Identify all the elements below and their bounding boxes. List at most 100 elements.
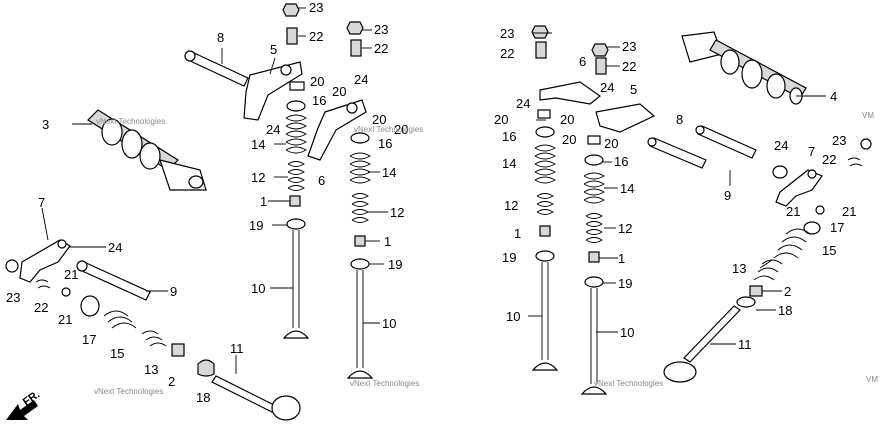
callout-label: 8 <box>676 112 683 127</box>
rocker-arm-5-left <box>243 61 303 121</box>
callout-label: 17 <box>82 332 96 347</box>
callout-label: 22 <box>309 29 323 44</box>
callout-label: 19 <box>249 218 263 233</box>
callout-label: 18 <box>196 390 210 405</box>
callout-label: 10 <box>382 316 396 331</box>
callout-label: 16 <box>502 129 516 144</box>
callout-label: 6 <box>318 173 325 188</box>
watermark-text: vNext Technologies <box>354 125 423 134</box>
callout-label: 20 <box>604 136 618 151</box>
rocker-arm-6-left <box>307 99 367 161</box>
callout-label: 23 <box>309 0 323 15</box>
leader-lines <box>41 7 826 374</box>
rocker-shaft-9-left <box>76 260 151 301</box>
watermark-text: vNext Technologies <box>350 379 419 388</box>
callout-label: 14 <box>251 137 265 152</box>
callout-label: 1 <box>514 226 521 241</box>
callout-label: 7 <box>808 144 815 159</box>
callout-label: 21 <box>842 204 856 219</box>
callout-label: 12 <box>251 170 265 185</box>
watermark-text: vNext Technologies <box>594 379 663 388</box>
watermark-text: vNext Technologies <box>96 117 165 126</box>
valve-stack-b <box>346 21 374 379</box>
callout-label: 22 <box>622 59 636 74</box>
callout-label: 20 <box>372 112 386 127</box>
valve-cluster-right <box>663 138 872 383</box>
callout-label: 14 <box>620 181 634 196</box>
callout-label: 6 <box>579 54 586 69</box>
rocker-shaft-8-left <box>184 50 249 87</box>
callout-label: 24 <box>108 240 122 255</box>
callout-label: 11 <box>738 337 752 352</box>
callout-label: 20 <box>562 132 576 147</box>
callout-label: 22 <box>34 300 48 315</box>
callout-label: 10 <box>506 309 520 324</box>
camshaft-left <box>87 109 207 191</box>
callout-label: 20 <box>560 112 574 127</box>
callout-label: 22 <box>822 152 836 167</box>
callout-label: 4 <box>830 89 837 104</box>
front-label: FR. <box>21 388 42 408</box>
callout-label: 16 <box>614 154 628 169</box>
callout-label: 1 <box>618 251 625 266</box>
callout-label: 24 <box>266 122 280 137</box>
rocker-arm-7-right <box>775 169 823 207</box>
callout-label: 5 <box>270 42 277 57</box>
callout-label: 21 <box>64 267 78 282</box>
callout-label: 24 <box>600 80 614 95</box>
callout-label: 3 <box>42 117 49 132</box>
callout-label: 24 <box>516 96 530 111</box>
front-direction-arrow: FR. <box>6 388 42 420</box>
callout-labels: 23 22 8 5 23 22 20 20 24 16 24 20 20 16 … <box>6 0 856 405</box>
callout-label: 21 <box>786 204 800 219</box>
callout-label: 19 <box>502 250 516 265</box>
callout-label: 20 <box>310 74 324 89</box>
callout-label: 16 <box>312 93 326 108</box>
callout-label: 12 <box>390 205 404 220</box>
rocker-shaft-9-right <box>695 125 757 159</box>
callout-label: 10 <box>620 325 634 340</box>
camshaft-right <box>681 31 807 105</box>
callout-label: 15 <box>110 346 124 361</box>
valve-cluster-left <box>5 259 301 421</box>
rocker-arm-7-left <box>19 239 71 283</box>
rocker-arm-5-right <box>595 103 656 133</box>
callout-label: 20 <box>494 112 508 127</box>
callout-label: 23 <box>374 22 388 37</box>
callout-label: 2 <box>168 374 175 389</box>
callout-label: 7 <box>38 195 45 210</box>
callout-label: 12 <box>504 198 518 213</box>
callout-label: 23 <box>500 26 514 41</box>
callout-label: 20 <box>394 122 408 137</box>
callout-label: 23 <box>6 290 20 305</box>
callout-label: 16 <box>378 136 392 151</box>
callout-label: 12 <box>618 221 632 236</box>
callout-label: 18 <box>778 303 792 318</box>
callout-label: 19 <box>388 257 402 272</box>
callout-label: 21 <box>58 312 72 327</box>
callout-label: 22 <box>500 46 514 61</box>
callout-label: 24 <box>774 138 788 153</box>
watermarks: vNext Technologies vNext Technologies vN… <box>94 111 878 396</box>
callout-label: 17 <box>830 220 844 235</box>
callout-label: 1 <box>384 234 391 249</box>
watermark-text: VM <box>862 111 874 120</box>
watermark-text: VM <box>866 375 878 384</box>
callout-label: 13 <box>732 261 746 276</box>
callout-label: 14 <box>382 165 396 180</box>
arrow-icon <box>6 400 38 420</box>
rocker-arm-6-right <box>539 81 602 105</box>
valve-stack-c <box>531 25 559 371</box>
callout-label: 15 <box>822 243 836 258</box>
callout-label: 8 <box>217 30 224 45</box>
rocker-shaft-8-right <box>647 137 707 169</box>
callout-label: 23 <box>622 39 636 54</box>
watermark-text: vNext Technologies <box>94 387 163 396</box>
callout-label: 11 <box>230 341 244 356</box>
callout-label: 20 <box>332 84 346 99</box>
callout-label: 13 <box>144 362 158 377</box>
callout-label: 19 <box>618 276 632 291</box>
callout-label: 14 <box>502 156 516 171</box>
